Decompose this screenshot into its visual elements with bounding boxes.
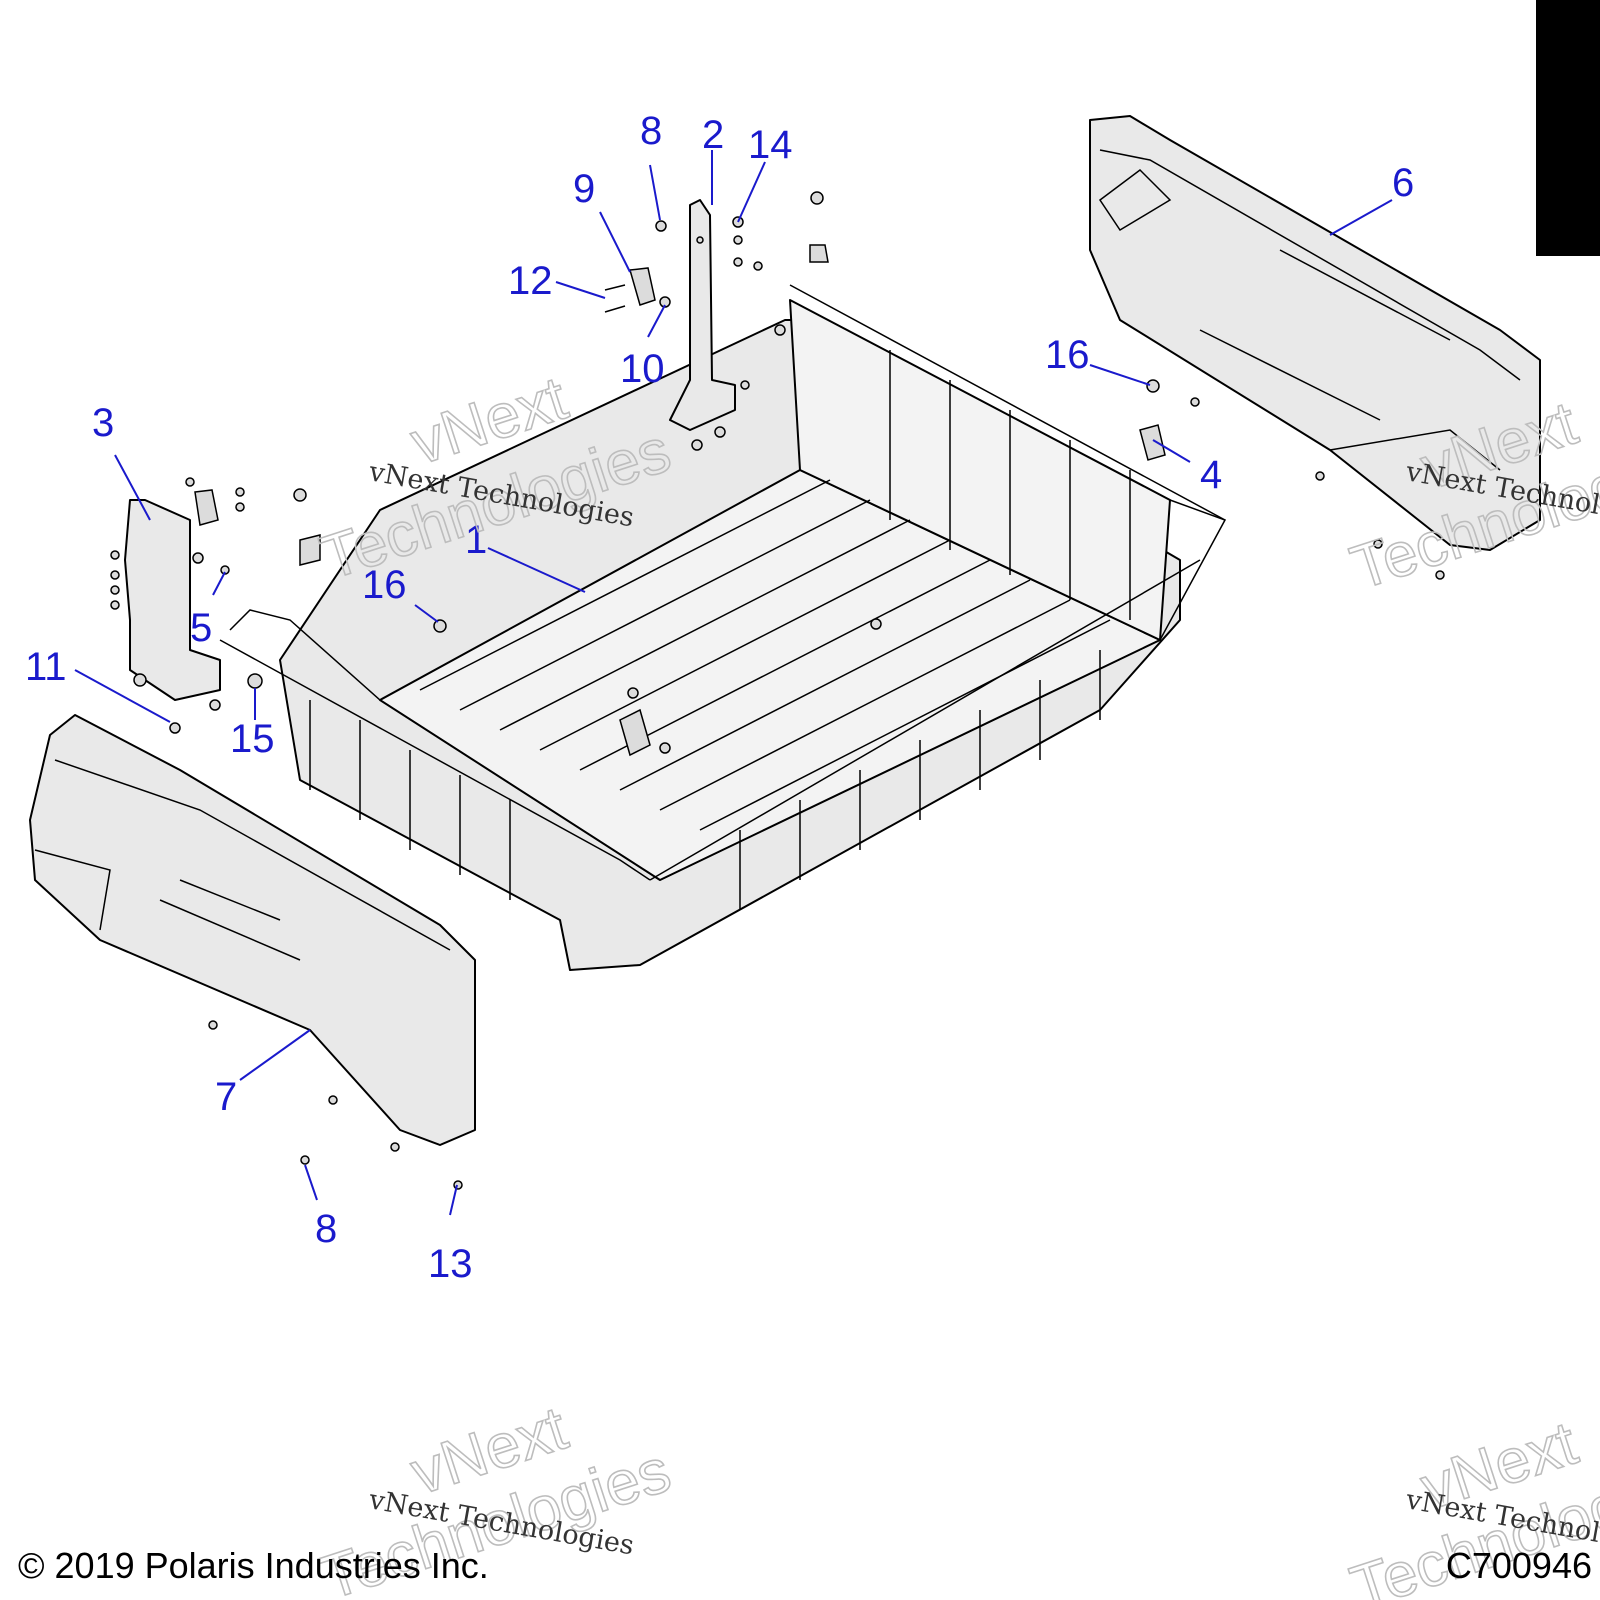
callout-16-left: 16: [362, 563, 407, 607]
part-3-left-bracket: [110, 499, 221, 701]
callout-9: 9: [573, 167, 595, 211]
part-1-cargo-box: [219, 284, 1227, 971]
part-6-rear-panel: [1089, 115, 1541, 551]
part-2-right-bracket: [669, 199, 736, 431]
callout-16-right: 16: [1045, 333, 1090, 377]
callout-2: 2: [702, 113, 724, 157]
callout-3: 3: [92, 401, 114, 445]
callout-11: 11: [25, 645, 67, 689]
callout-8-bottom: 8: [315, 1207, 337, 1251]
callout-14: 14: [748, 123, 793, 167]
part-7-front-panel: [29, 714, 476, 1146]
callout-6: 6: [1392, 161, 1414, 205]
callout-1: 1: [465, 518, 487, 562]
callout-15: 15: [230, 717, 275, 761]
copyright-text: © 2019 Polaris Industries Inc.: [18, 1545, 489, 1586]
callout-7: 7: [215, 1075, 237, 1119]
callout-labels: 1 2 3 4 5 6 7 8 9 10 11 12 13 14 15 16 1…: [25, 109, 1414, 1286]
callout-leaders: [74, 150, 1393, 1216]
callout-5: 5: [190, 606, 212, 650]
hardware-fasteners: [169, 191, 1445, 1190]
figure-code: C700946: [1446, 1545, 1592, 1586]
callout-4: 4: [1200, 453, 1222, 497]
callout-8-top: 8: [640, 109, 662, 153]
callout-10: 10: [620, 347, 665, 391]
callout-13: 13: [428, 1242, 473, 1286]
page-corner-tab: [1536, 0, 1600, 256]
callout-12: 12: [508, 259, 553, 303]
